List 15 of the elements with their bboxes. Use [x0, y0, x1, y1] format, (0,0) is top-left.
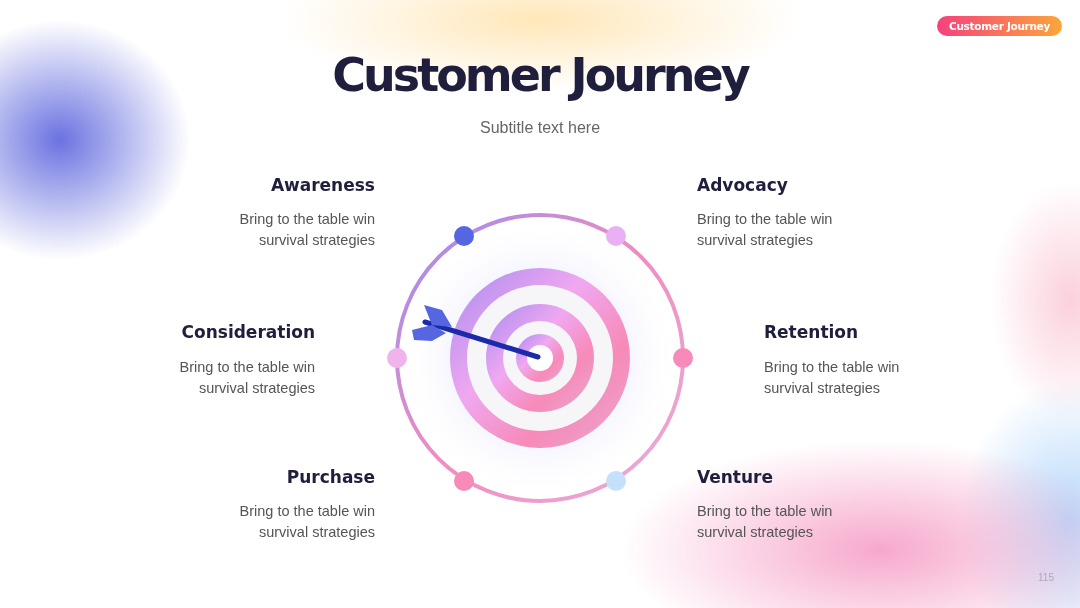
stage-description: Bring to the table win survival strategies	[697, 210, 834, 250]
stage-heading: Retention	[764, 322, 859, 342]
stage-heading: Venture	[697, 467, 773, 487]
stage-description: Bring to the table win survival strategies	[764, 358, 901, 398]
subtitle: Subtitle text here	[478, 119, 602, 137]
stage-description: Bring to the table win survival strategies	[238, 502, 375, 542]
stage-description: Bring to the table win survival strategies	[238, 210, 375, 250]
stage-description: Bring to the table win survival strategies	[178, 358, 315, 398]
stage-heading: Advocacy	[697, 175, 788, 195]
stage-heading: Awareness	[270, 175, 375, 195]
stage-heading: Purchase	[286, 467, 375, 487]
stage-heading: Consideration	[181, 322, 315, 342]
slide-title: Customer Journey	[331, 48, 750, 102]
stage-description: Bring to the table win survival strategies	[697, 502, 834, 542]
tag-pill: Customer Journey	[937, 16, 1062, 36]
